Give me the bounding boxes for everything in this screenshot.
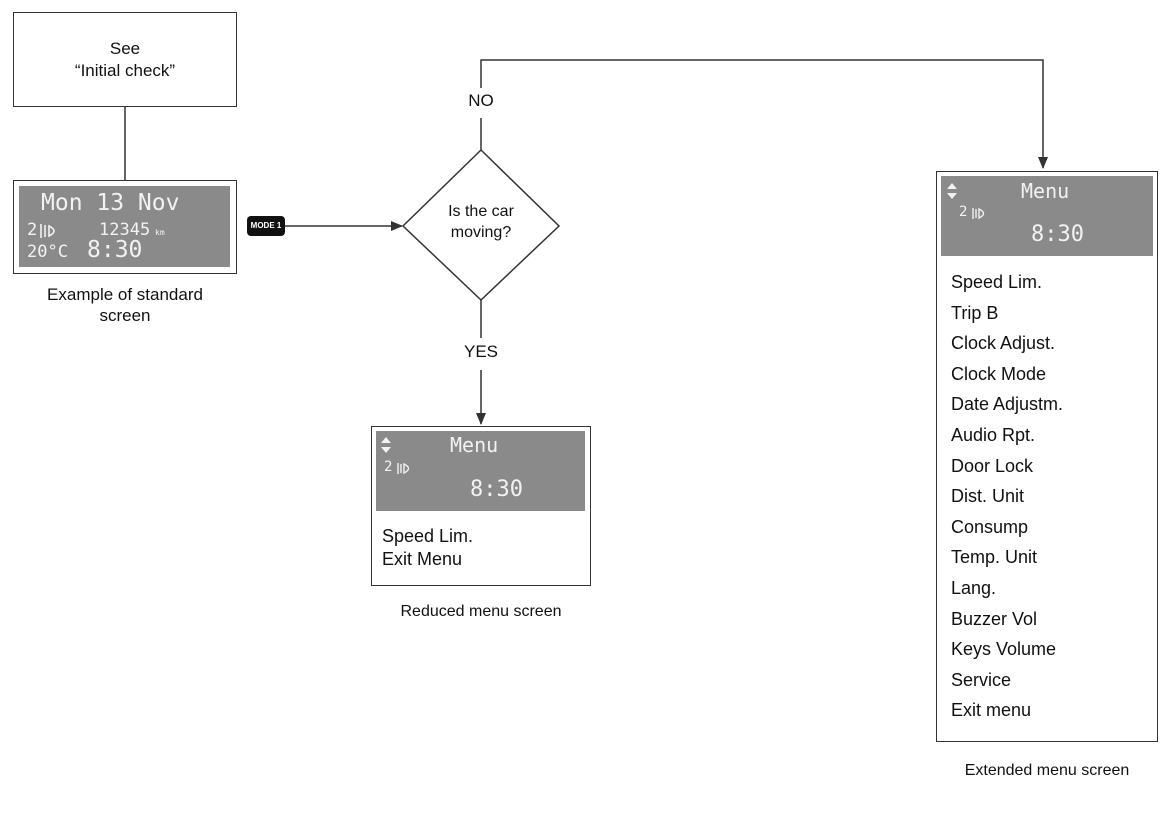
- reduced-menu-time: 8:30: [470, 477, 523, 502]
- standard-screen-odometer: 12345: [99, 220, 151, 240]
- extended-menu-title: Menu: [1021, 179, 1070, 203]
- menu-item-date-adjustm[interactable]: Date Adjustm.: [951, 394, 1064, 415]
- menu-item-speed-lim[interactable]: Speed Lim.: [951, 272, 1043, 292]
- standard-screen-temperature: 20°C: [27, 242, 68, 262]
- reduced-menu-screen: Menu 2 8:30 Speed Lim. Exit Menu: [371, 426, 591, 586]
- headlight-icon: [397, 462, 410, 475]
- reduced-menu-gear: 2: [384, 459, 393, 475]
- standard-screen-caption-line1: Example of standard: [47, 285, 203, 304]
- initial-check-box: See “Initial check”: [13, 12, 237, 107]
- extended-menu-display: Menu 2 8:30: [941, 176, 1153, 256]
- mode-button-label: MODE 1: [250, 221, 282, 230]
- headlight-icon: [972, 207, 985, 220]
- menu-item-speed-lim[interactable]: Speed Lim.: [382, 526, 474, 546]
- menu-item-temp-unit[interactable]: Temp. Unit: [951, 547, 1038, 568]
- standard-screen-time: 8:30: [87, 237, 143, 263]
- initial-check-line2: “Initial check”: [74, 61, 176, 80]
- menu-item-lang[interactable]: Lang.: [951, 577, 997, 598]
- menu-item-buzzer-vol[interactable]: Buzzer Vol: [951, 608, 1038, 629]
- menu-item-keys-volume[interactable]: Keys Volume: [951, 639, 1057, 660]
- scroll-arrows-icon: [381, 437, 391, 453]
- decision-line2: moving?: [450, 224, 512, 241]
- decision-yes-label: YES: [463, 342, 499, 361]
- standard-screen-odometer-unit: km: [155, 228, 165, 237]
- menu-item-clock-adjust[interactable]: Clock Adjust.: [951, 333, 1056, 354]
- decision-diamond: [401, 148, 561, 302]
- reduced-menu-display: Menu 2 8:30: [376, 431, 585, 511]
- scroll-arrows-icon: [947, 183, 957, 199]
- menu-item-exit-menu[interactable]: Exit menu: [951, 700, 1032, 721]
- extended-menu-time: 8:30: [1031, 222, 1084, 247]
- standard-screen-date: Mon 13 Nov: [41, 190, 180, 216]
- connector-no-branch: [480, 59, 1048, 169]
- menu-item-consump[interactable]: Consump: [951, 516, 1029, 537]
- menu-item-clock-mode[interactable]: Clock Mode: [951, 363, 1047, 384]
- menu-item-door-lock[interactable]: Door Lock: [951, 455, 1034, 476]
- mode-button[interactable]: MODE 1: [247, 216, 285, 236]
- reduced-menu-caption: Reduced menu screen: [400, 603, 562, 620]
- decision-no-label: NO: [468, 91, 494, 110]
- standard-screen-frame: Mon 13 Nov 2 12345 km 20°C 8:30: [13, 180, 237, 274]
- extended-menu-screen: Menu 2 8:30 Speed Lim. Trip B Clock Adju…: [936, 171, 1158, 742]
- headlight-icon: [40, 224, 55, 238]
- menu-item-service[interactable]: Service: [951, 669, 1012, 690]
- menu-item-audio-rpt[interactable]: Audio Rpt.: [951, 424, 1036, 445]
- standard-screen-caption-line2: screen: [99, 306, 151, 325]
- menu-item-dist-unit[interactable]: Dist. Unit: [951, 486, 1025, 507]
- menu-item-exit-menu[interactable]: Exit Menu: [382, 549, 463, 569]
- initial-check-line1: See: [109, 39, 141, 58]
- decision-line1: Is the car: [448, 203, 514, 220]
- standard-screen-display: Mon 13 Nov 2 12345 km 20°C 8:30: [19, 186, 230, 267]
- extended-menu-list: Speed Lim. Trip B Clock Adjust. Clock Mo…: [951, 267, 1063, 726]
- extended-menu-caption: Extended menu screen: [964, 762, 1130, 779]
- menu-item-trip-b[interactable]: Trip B: [951, 302, 999, 323]
- standard-screen-gear: 2: [27, 220, 38, 240]
- extended-menu-gear: 2: [959, 204, 968, 220]
- reduced-menu-title: Menu: [450, 433, 499, 457]
- reduced-menu-list: Speed Lim. Exit Menu: [382, 525, 473, 571]
